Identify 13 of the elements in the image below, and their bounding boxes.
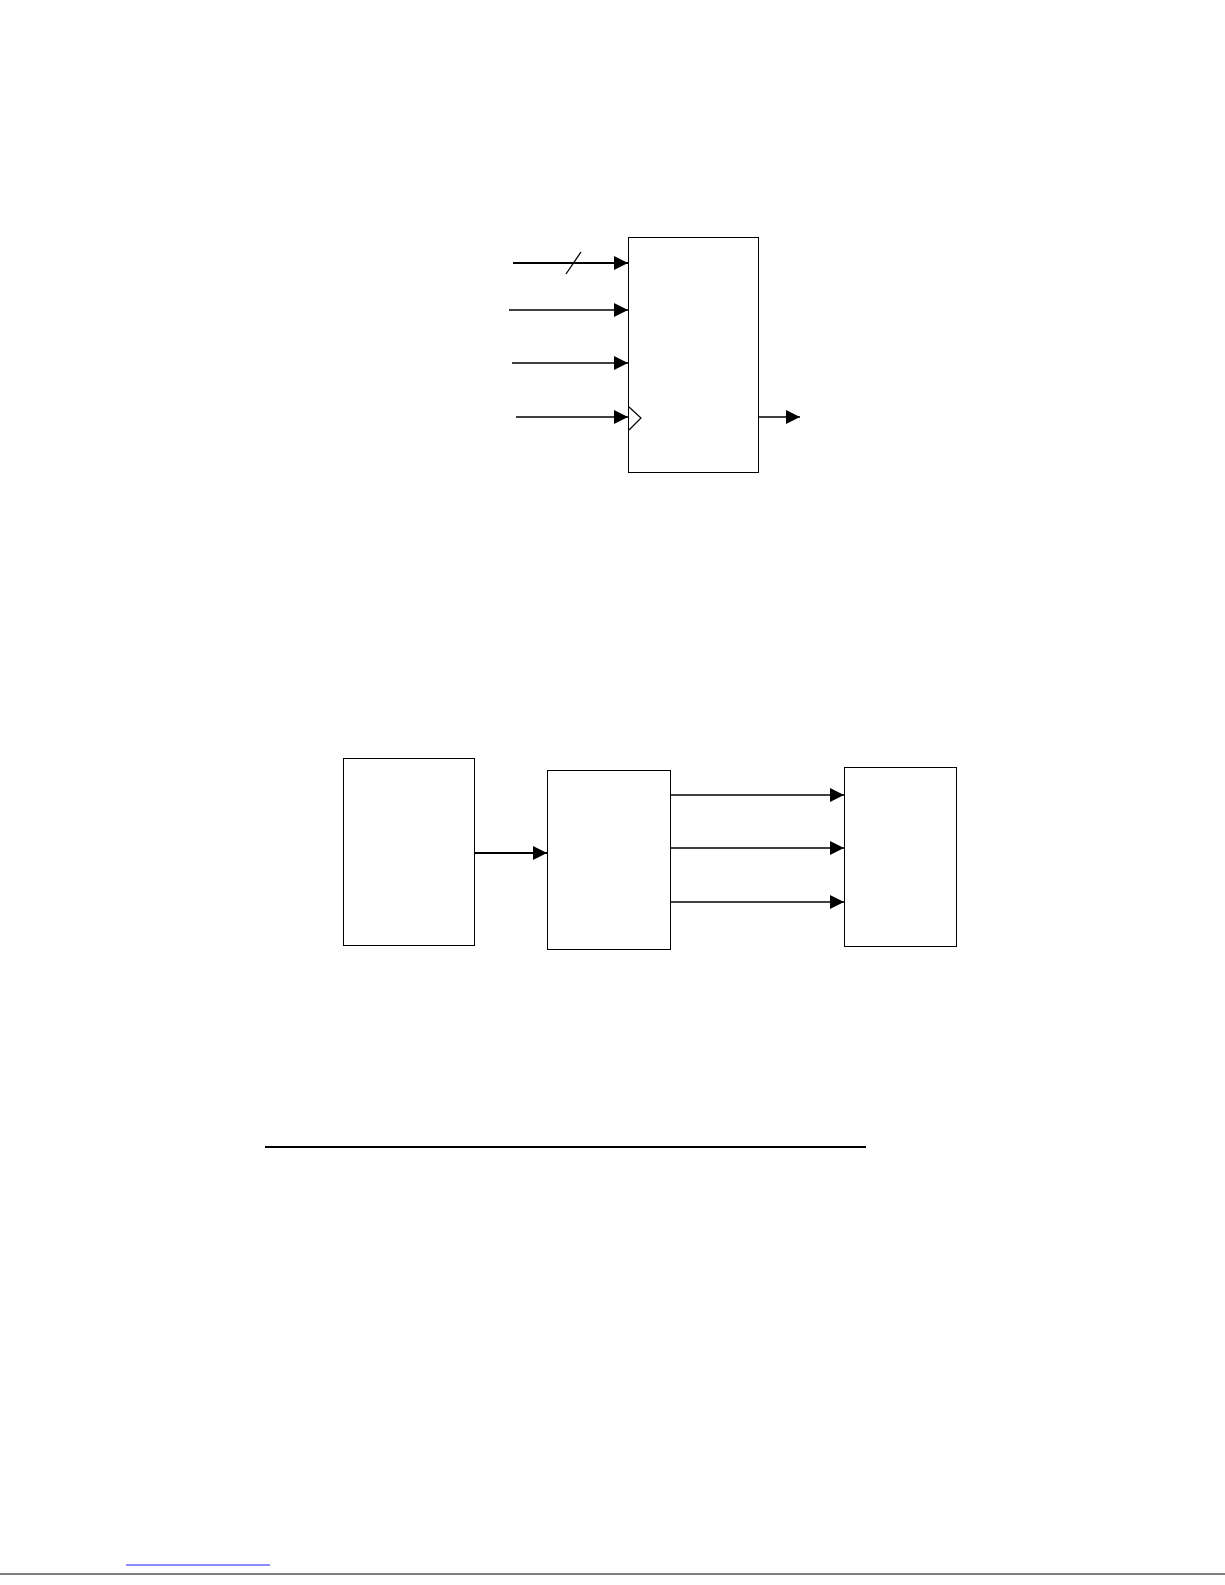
arrow <box>670 841 845 855</box>
arrow <box>511 356 629 370</box>
arrow <box>513 256 628 270</box>
arrow <box>475 846 547 860</box>
arrow <box>758 410 801 424</box>
block-box <box>343 758 475 946</box>
block-box <box>547 770 671 950</box>
flip-flop-box <box>628 237 759 473</box>
arrow <box>515 410 629 424</box>
arrow <box>508 303 629 317</box>
block-box <box>844 767 957 947</box>
arrow <box>670 788 845 802</box>
arrow <box>670 895 845 909</box>
